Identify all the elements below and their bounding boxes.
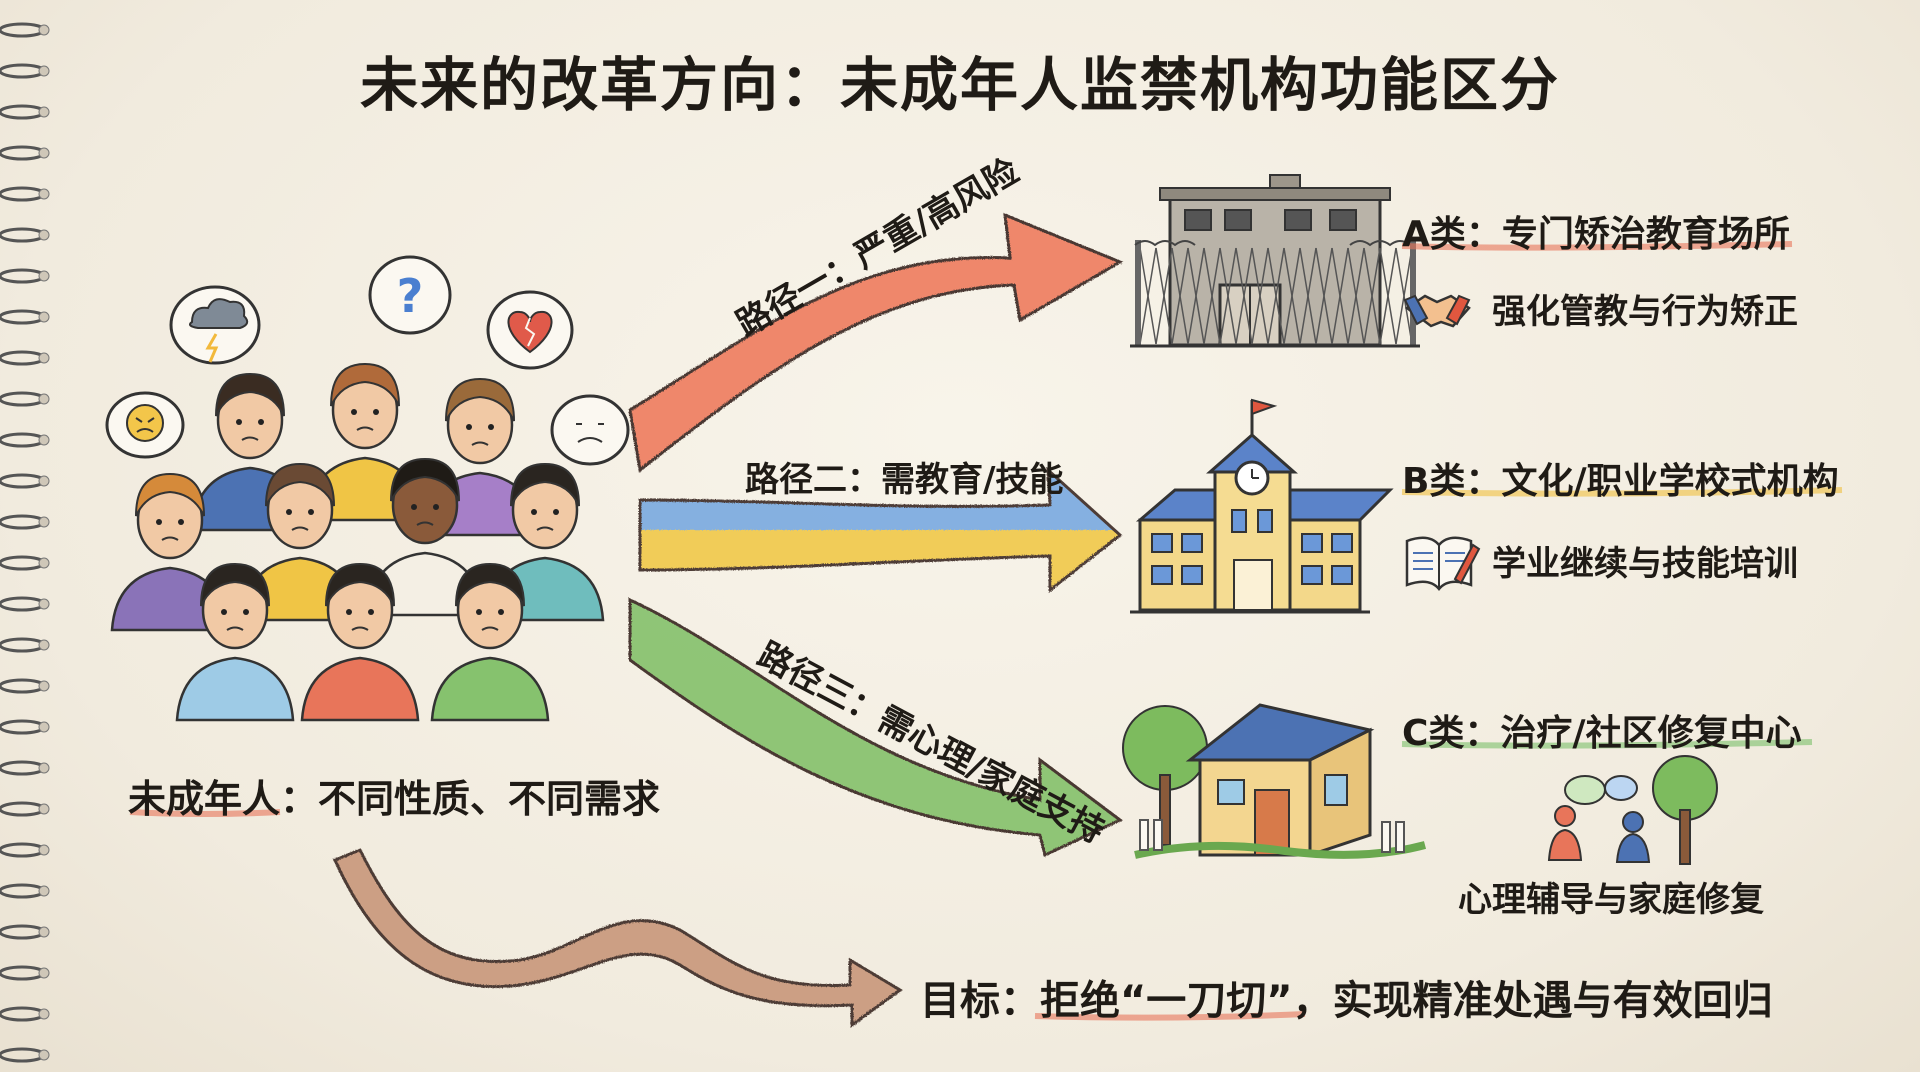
storm-cloud-icon <box>169 285 261 365</box>
spiral-binding <box>0 22 50 1063</box>
underline-a <box>1401 241 1793 251</box>
page-title: 未来的改革方向：未成年人监禁机构功能区分 <box>359 51 1560 119</box>
underline-people <box>129 809 281 817</box>
underline-b <box>1401 487 1843 497</box>
person-figure <box>365 457 485 617</box>
underline-c <box>1401 739 1813 749</box>
worried-face-icon <box>550 394 630 466</box>
youth-caption: 未成年人：不同性质、不同需求 <box>128 777 661 821</box>
youth-group-illustration <box>110 362 605 722</box>
category-c-desc: 心理辅导与家庭修复 <box>1458 880 1764 920</box>
category-b-desc: 学业继续与技能培训 <box>1492 544 1798 584</box>
arrow-path-two <box>638 466 1123 594</box>
goal-statement: 目标：拒绝“一刀切”，实现精准处遇与有效回归 <box>920 978 1773 1024</box>
person-figure <box>300 562 420 722</box>
question-mark-icon: ? <box>368 255 452 335</box>
person-figure <box>430 562 550 722</box>
speech-bubbles: ? <box>105 255 630 466</box>
category-a-title: A类：专门矫治教育场所 <box>1402 214 1790 255</box>
handshake-icon <box>1403 294 1471 328</box>
community-center-illustration <box>1122 703 1427 859</box>
svg-text:?: ? <box>397 269 424 323</box>
underline-goal <box>1034 1011 1306 1021</box>
path-two-label: 路径二：需教育/技能 <box>745 460 1064 500</box>
category-b-title: B类：文化/职业学校式机构 <box>1402 461 1839 502</box>
arrow-goal <box>332 848 903 1028</box>
school-building-illustration <box>1130 398 1394 614</box>
angry-icon <box>105 391 185 459</box>
arrow-path-three <box>628 597 1123 858</box>
prison-building-illustration <box>1130 174 1420 348</box>
category-c-title: C类：治疗/社区修复中心 <box>1402 713 1802 754</box>
person-figure <box>175 562 295 722</box>
broken-heart-icon <box>486 290 574 370</box>
category-a-desc: 强化管教与行为矫正 <box>1492 292 1798 332</box>
counseling-icon <box>1547 755 1718 865</box>
book-icon <box>1405 536 1481 591</box>
arrow-path-one <box>628 212 1124 473</box>
